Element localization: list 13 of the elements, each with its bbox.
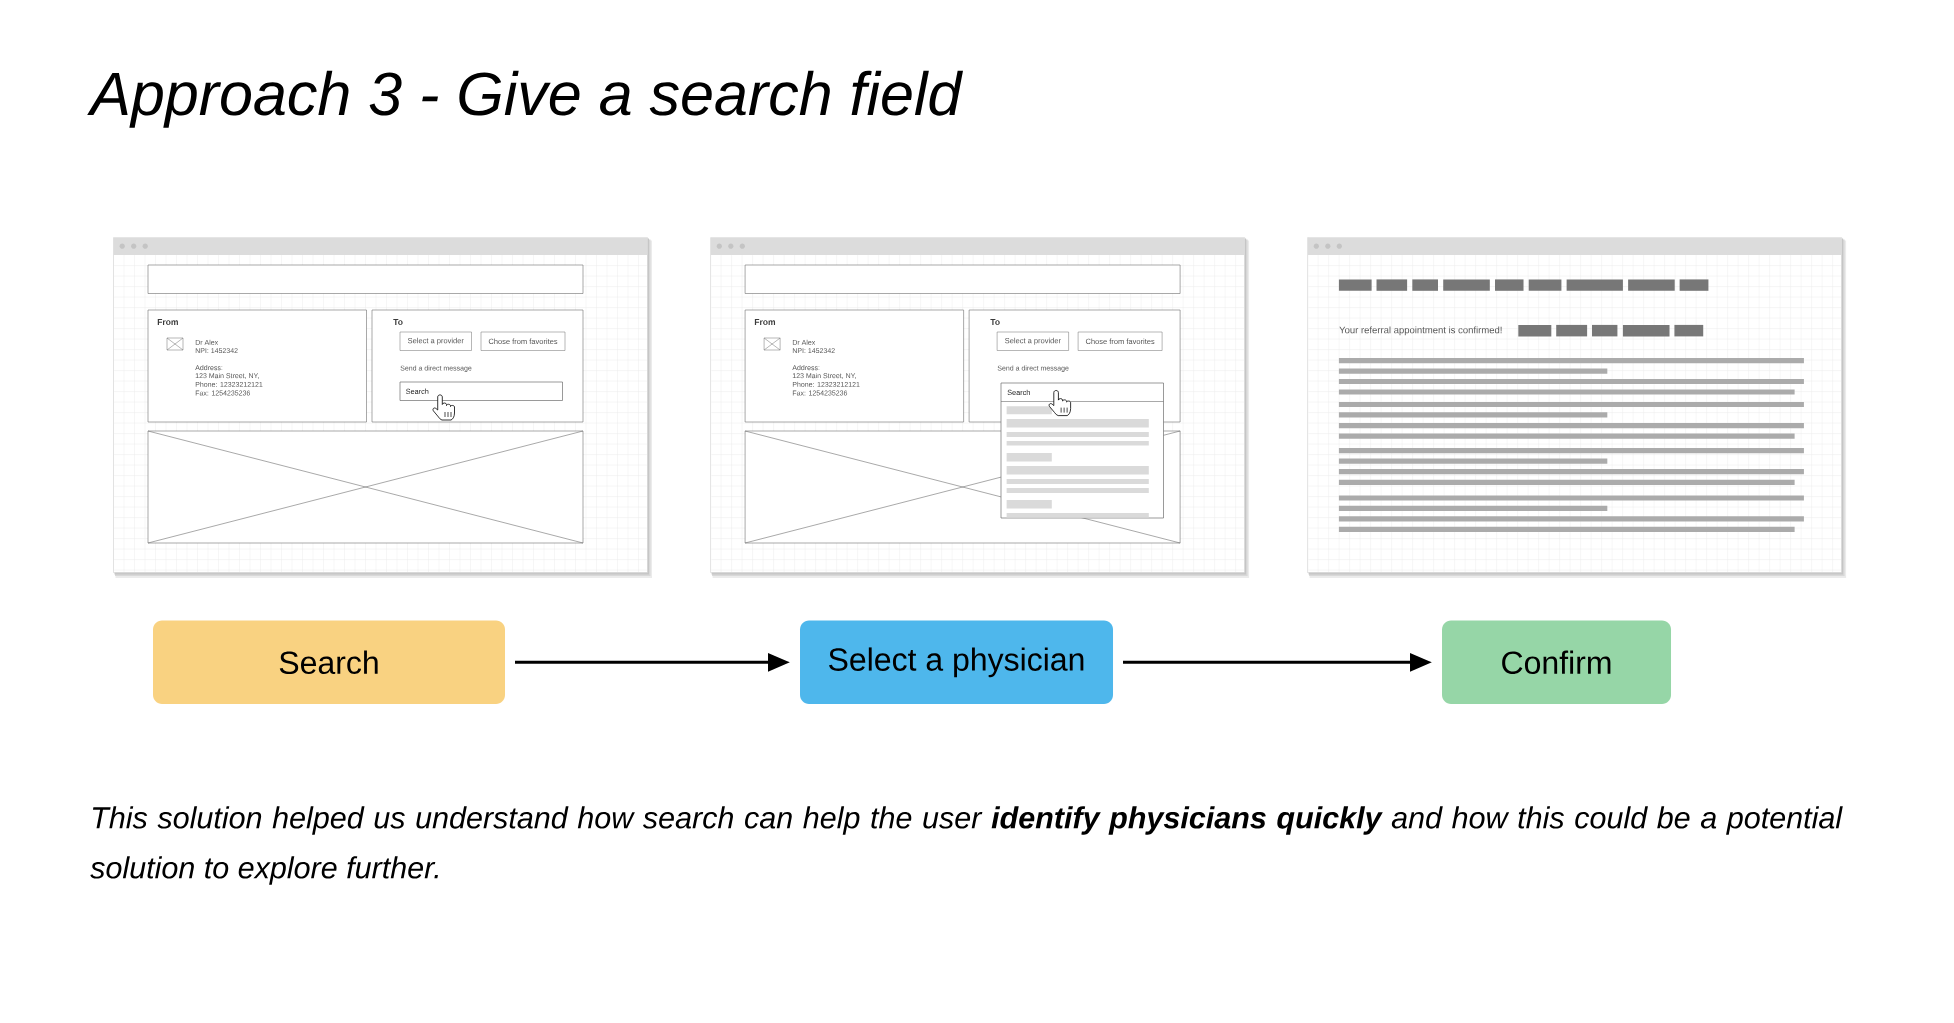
panel-heading: To — [393, 319, 403, 325]
step-box: Confirm — [1442, 620, 1671, 704]
step-box: Search — [153, 620, 505, 704]
caption: This solution helped us understand how search can help the user identify physicians quickly and how this could be a potential solution to explore further. — [90, 806, 1843, 885]
panel-heading: From — [157, 319, 178, 325]
confirmation-text: Your referral appointment is confirmed! — [1339, 326, 1502, 336]
title: Approach 3 - Give a search field — [87, 70, 963, 128]
image-placeholder — [147, 430, 584, 544]
panel-heading: From — [754, 319, 776, 325]
step-box: Select a physician — [800, 620, 1113, 704]
panel-heading: To — [990, 319, 1000, 325]
input-field — [147, 264, 584, 294]
input-field — [744, 264, 1181, 294]
